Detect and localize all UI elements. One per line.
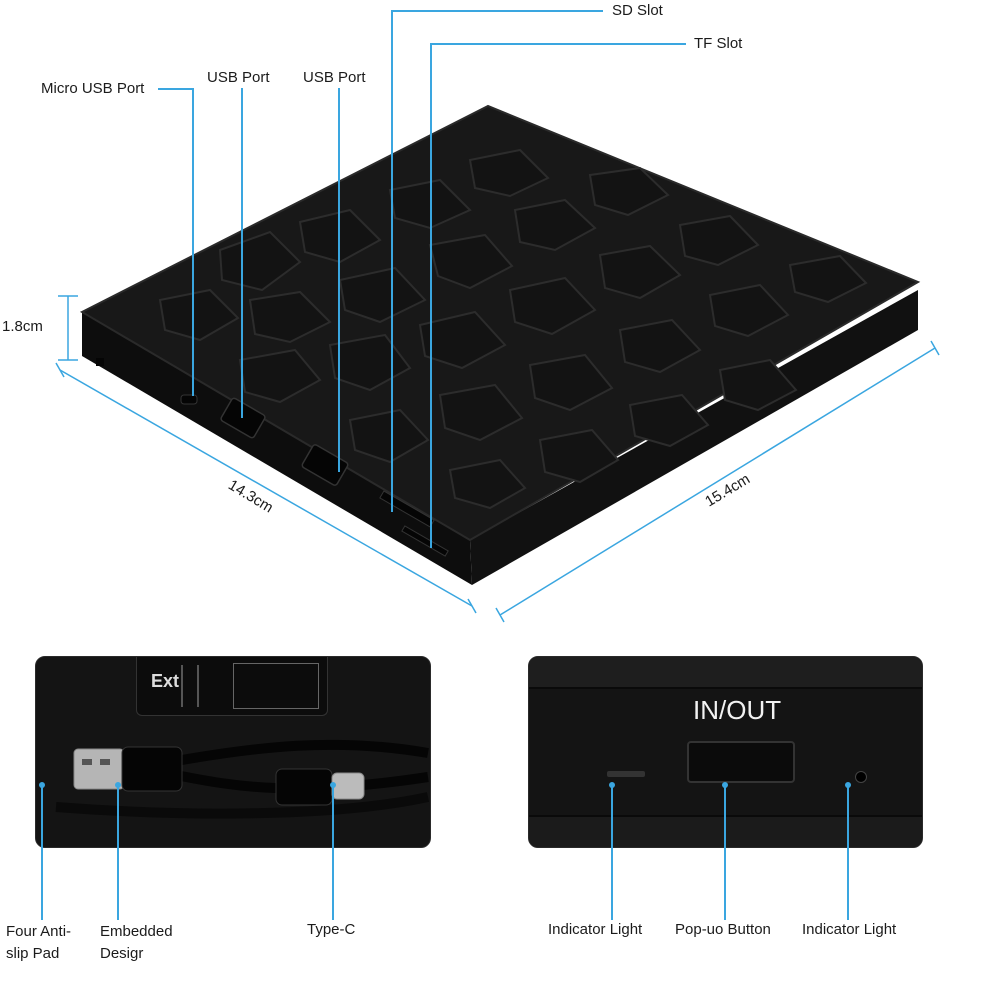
usb-port-2 [301, 444, 349, 486]
indicator-light-left [607, 771, 645, 777]
brand-text: Ext [151, 671, 180, 691]
label-anti-slip: Four Anti-slip Pad [6, 923, 72, 962]
drive-label-sticker: Ext [136, 657, 328, 716]
label-type-c: Type-C [307, 921, 356, 938]
label-micro-usb: Micro USB Port [41, 80, 145, 97]
drive-front-wall [82, 312, 472, 585]
label-tf-slot: TF Slot [694, 35, 743, 52]
label-indicator-left: Indicator Light [548, 921, 643, 938]
dimension-height: 1.8cm [2, 318, 43, 335]
sd-slot [379, 490, 435, 528]
label-usb-port-1: USB Port [207, 69, 270, 86]
label-embedded: Embedded Desigr [100, 923, 173, 962]
label-indicator-right: Indicator Light [802, 921, 897, 938]
drive-right-wall [470, 290, 918, 585]
usb-port-1 [220, 397, 266, 439]
label-usb-port-2: USB Port [303, 69, 366, 86]
popup-button[interactable] [687, 741, 795, 783]
indicator-light-right [855, 771, 867, 783]
label-popup-button: Pop-uo Button [675, 921, 771, 938]
stone-texture [158, 148, 868, 510]
in-out-text: IN/OUT [693, 695, 782, 725]
dimension-lines [55, 295, 940, 623]
cable-drawing [55, 739, 430, 819]
tf-slot [401, 525, 449, 557]
micro-usb-port [180, 394, 198, 405]
inset-cable: Ext [35, 656, 431, 848]
label-sd-slot: SD Slot [612, 2, 663, 19]
